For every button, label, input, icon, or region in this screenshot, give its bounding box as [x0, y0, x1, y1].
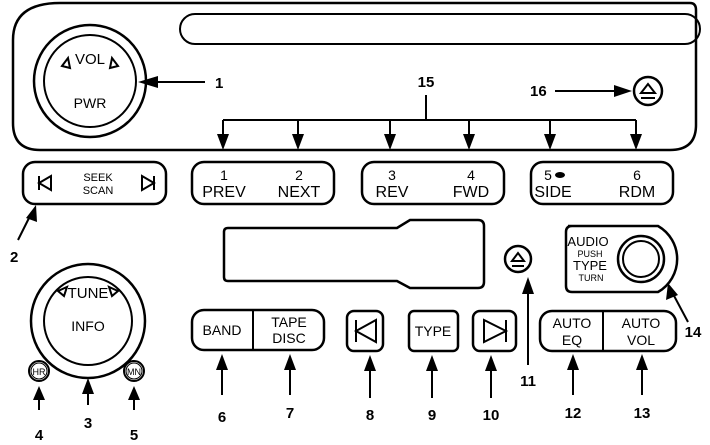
- skip-back-icon: [353, 318, 377, 344]
- svg-text:RDM: RDM: [619, 184, 655, 201]
- auto-eq-button[interactable]: AUTO EQ: [553, 315, 592, 348]
- cd-eject-button[interactable]: [632, 75, 664, 107]
- callout-9: 9: [428, 407, 436, 424]
- tape-side-icon: [555, 172, 565, 178]
- preset-arrows: [217, 120, 642, 150]
- callout-6: 6: [218, 409, 226, 426]
- preset-group-3-4: 3 REV 4 FWD: [360, 160, 506, 206]
- svg-text:REV: REV: [376, 184, 409, 201]
- scan-label: SCAN: [83, 185, 114, 197]
- upper-panel: [11, 1, 698, 152]
- svg-text:TYPE: TYPE: [415, 323, 452, 339]
- callout-12: 12: [565, 405, 582, 422]
- cd-slot: [179, 13, 701, 45]
- callout-5: 5: [130, 427, 138, 444]
- svg-text:PUSH: PUSH: [577, 249, 602, 259]
- svg-text:BAND: BAND: [203, 322, 242, 338]
- svg-text:3: 3: [388, 167, 396, 183]
- next-track-button[interactable]: [471, 309, 518, 353]
- svg-text:5: 5: [544, 167, 552, 183]
- svg-text:FWD: FWD: [453, 184, 489, 201]
- callout-4: 4: [35, 427, 44, 444]
- svg-text:NEXT: NEXT: [278, 184, 321, 201]
- svg-text:TURN: TURN: [579, 273, 604, 283]
- callout-7: 7: [286, 405, 294, 422]
- vol-label: VOL: [75, 51, 105, 68]
- callout-3: 3: [84, 415, 92, 432]
- tune-info-knob[interactable]: TUNE INFO: [29, 262, 147, 380]
- svg-text:AUTO: AUTO: [622, 315, 661, 331]
- svg-text:PREV: PREV: [202, 184, 246, 201]
- svg-text:4: 4: [467, 167, 475, 183]
- audio-type-knob[interactable]: AUDIO PUSH TYPE TURN: [564, 224, 679, 294]
- hr-button[interactable]: HR: [28, 360, 50, 382]
- callout-15: 15: [418, 74, 435, 91]
- preset-group-5-6: 5 SIDE 6 RDM: [529, 160, 675, 206]
- pwr-label: PWR: [74, 95, 107, 111]
- volume-power-knob[interactable]: VOL PWR: [32, 23, 148, 139]
- tape-slot: [222, 218, 486, 290]
- callout-2: 2: [10, 249, 18, 266]
- type-button[interactable]: TYPE: [407, 309, 460, 353]
- preset-2-button[interactable]: 2 NEXT: [278, 167, 321, 201]
- mn-button[interactable]: MN: [123, 360, 145, 382]
- band-button[interactable]: BAND: [203, 322, 242, 338]
- band-tape-disc-group: BAND TAPE DISC: [190, 308, 326, 352]
- svg-text:DISC: DISC: [272, 330, 305, 346]
- svg-text:SIDE: SIDE: [534, 184, 571, 201]
- callout-16: 16: [530, 83, 547, 100]
- callout-8: 8: [366, 407, 374, 424]
- svg-text:1: 1: [220, 167, 228, 183]
- seek-scan-button[interactable]: SEEK SCAN: [21, 160, 168, 206]
- svg-text:2: 2: [295, 167, 303, 183]
- callout-1: 1: [215, 75, 223, 92]
- seek-label: SEEK: [83, 172, 113, 184]
- callout-11: 11: [520, 373, 536, 390]
- svg-text:TYPE: TYPE: [573, 258, 607, 273]
- preset-1-button[interactable]: 1 PREV: [202, 167, 246, 201]
- svg-text:6: 6: [633, 167, 641, 183]
- tune-label: TUNE: [68, 285, 109, 302]
- svg-text:AUTO: AUTO: [553, 315, 592, 331]
- svg-text:MN: MN: [127, 367, 141, 377]
- preset-3-button[interactable]: 3 REV: [376, 167, 409, 201]
- skip-forward-icon: [483, 318, 509, 344]
- svg-text:TAPE: TAPE: [271, 314, 307, 330]
- seek-back-icon: [37, 174, 52, 192]
- callout-10: 10: [483, 407, 500, 424]
- svg-text:VOL: VOL: [627, 332, 655, 348]
- callout-14: 14: [685, 324, 702, 341]
- svg-text:AUDIO: AUDIO: [567, 234, 608, 249]
- tape-eject-button[interactable]: [503, 244, 533, 274]
- preset-group-1-2: 1 PREV 2 NEXT: [190, 160, 336, 206]
- preset-5-button[interactable]: 5 SIDE: [534, 167, 571, 201]
- auto-eq-vol-group: AUTO EQ AUTO VOL: [538, 309, 678, 353]
- tape-disc-button[interactable]: TAPE DISC: [271, 314, 307, 346]
- svg-text:HR: HR: [33, 367, 46, 377]
- callout-13: 13: [634, 405, 651, 422]
- previous-track-button[interactable]: [345, 309, 385, 353]
- preset-4-button[interactable]: 4 FWD: [453, 167, 489, 201]
- auto-vol-button[interactable]: AUTO VOL: [622, 315, 661, 348]
- info-label: INFO: [71, 318, 105, 334]
- preset-6-button[interactable]: 6 RDM: [619, 167, 655, 201]
- seek-forward-icon: [141, 174, 156, 192]
- svg-text:EQ: EQ: [562, 332, 582, 348]
